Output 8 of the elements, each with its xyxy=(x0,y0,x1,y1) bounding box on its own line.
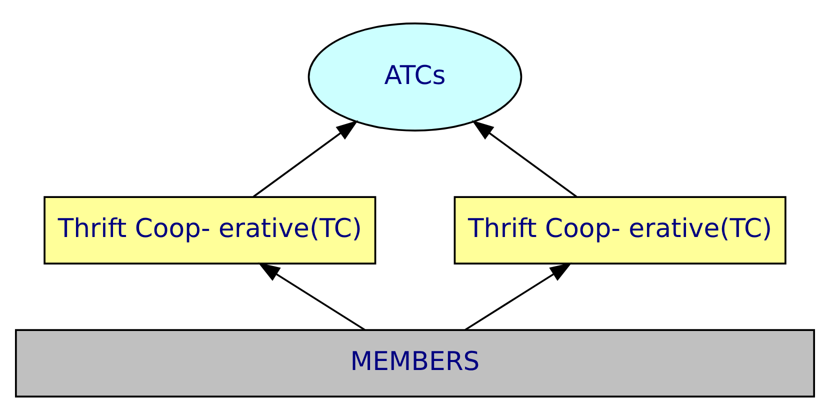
arrow xyxy=(252,120,358,198)
node-ellipse: ATCs xyxy=(308,22,522,132)
node-box: MEMBERS xyxy=(14,329,815,398)
node-box: Thrift Coop- erative(TC) xyxy=(454,196,786,264)
node-box: Thrift Coop- erative(TC) xyxy=(44,196,376,264)
arrow xyxy=(472,120,578,198)
arrow xyxy=(258,262,366,331)
arrow xyxy=(464,262,572,331)
